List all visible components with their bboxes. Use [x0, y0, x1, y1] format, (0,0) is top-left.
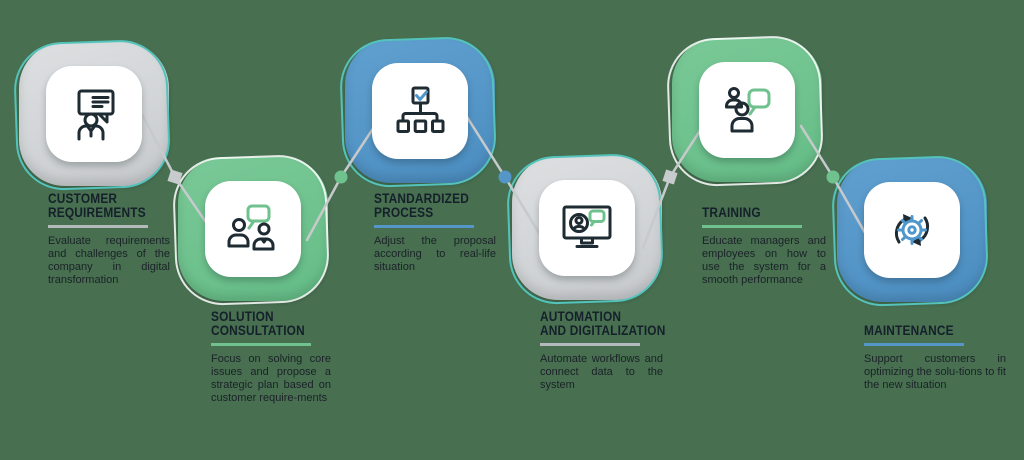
step-card-customer-requirements — [19, 42, 169, 186]
step-card-automation-digitalization — [512, 156, 662, 300]
customer-feedback-icon — [77, 89, 115, 141]
title-underline — [374, 225, 474, 228]
step-description: Automate workflows and connect data to t… — [540, 353, 663, 391]
step-text-customer-requirements: CUSTOMER REQUIREMENTS Evaluate requireme… — [48, 192, 170, 287]
step-description: Adjust the proposal according to real-li… — [374, 235, 496, 273]
step-description: Focus on solving core issues and propose… — [211, 353, 331, 404]
title-underline — [540, 343, 640, 346]
icon-box — [864, 182, 960, 278]
step-description: Educate managers and employees on how to… — [702, 235, 826, 286]
step-title: SOLUTION CONSULTATION — [211, 309, 305, 338]
icon-box — [539, 180, 635, 276]
icon-box — [46, 66, 142, 162]
title-underline — [48, 225, 148, 228]
step-title: CUSTOMER REQUIREMENTS — [48, 191, 146, 220]
step-text-training: TRAINING Educate managers and employees … — [702, 192, 826, 287]
consultation-icon — [227, 204, 275, 251]
icon-box — [372, 63, 468, 159]
step-text-standardized-process: STANDARDIZED PROCESS Adjust the proposal… — [374, 192, 496, 274]
icon-box — [699, 62, 795, 158]
title-underline — [864, 343, 964, 346]
automation-monitor-icon — [562, 205, 612, 248]
process-flowchart-icon — [396, 86, 445, 133]
step-title: TRAINING — [702, 205, 761, 220]
title-underline — [702, 225, 802, 228]
step-card-maintenance — [837, 158, 987, 302]
step-text-solution-consultation: SOLUTION CONSULTATION Focus on solving c… — [211, 310, 331, 405]
training-icon — [725, 87, 771, 133]
step-text-maintenance: MAINTENANCE Support customers in optimiz… — [864, 310, 1006, 392]
step-title: MAINTENANCE — [864, 323, 954, 338]
icon-box — [205, 181, 301, 277]
step-card-solution-consultation — [178, 157, 328, 301]
step-description: Evaluate requirements and challenges of … — [48, 235, 170, 286]
step-title: STANDARDIZED PROCESS — [374, 191, 469, 220]
step-card-standardized-process — [345, 39, 495, 183]
step-card-training — [672, 38, 822, 182]
title-underline — [211, 343, 311, 346]
step-description: Support customers in optimizing the solu… — [864, 353, 1006, 391]
connector-dot — [498, 170, 512, 184]
maintenance-gear-icon — [894, 214, 930, 246]
step-title: AUTOMATION AND DIGITALIZATION — [540, 309, 666, 338]
step-text-automation-digitalization: AUTOMATION AND DIGITALIZATION Automate w… — [540, 309, 666, 392]
